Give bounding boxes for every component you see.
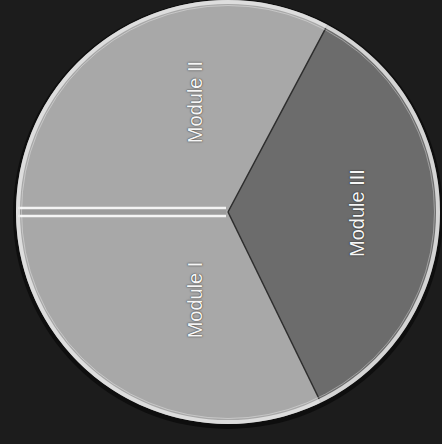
module-label: Module II bbox=[184, 61, 206, 143]
module-label: Module I bbox=[184, 262, 206, 339]
divider-line bbox=[228, 212, 321, 403]
module-sector: Module I bbox=[16, 212, 321, 424]
module-label: Module III bbox=[346, 169, 368, 257]
groove bbox=[18, 208, 226, 216]
divider-line bbox=[228, 25, 328, 212]
groove-edge bbox=[18, 215, 226, 218]
sector-fill bbox=[16, 212, 321, 424]
groove-edge bbox=[18, 207, 226, 210]
plate-rim bbox=[18, 2, 438, 422]
sector-shape bbox=[16, 212, 321, 424]
plate-shadow bbox=[13, 0, 442, 429]
plate-rim bbox=[22, 6, 435, 419]
